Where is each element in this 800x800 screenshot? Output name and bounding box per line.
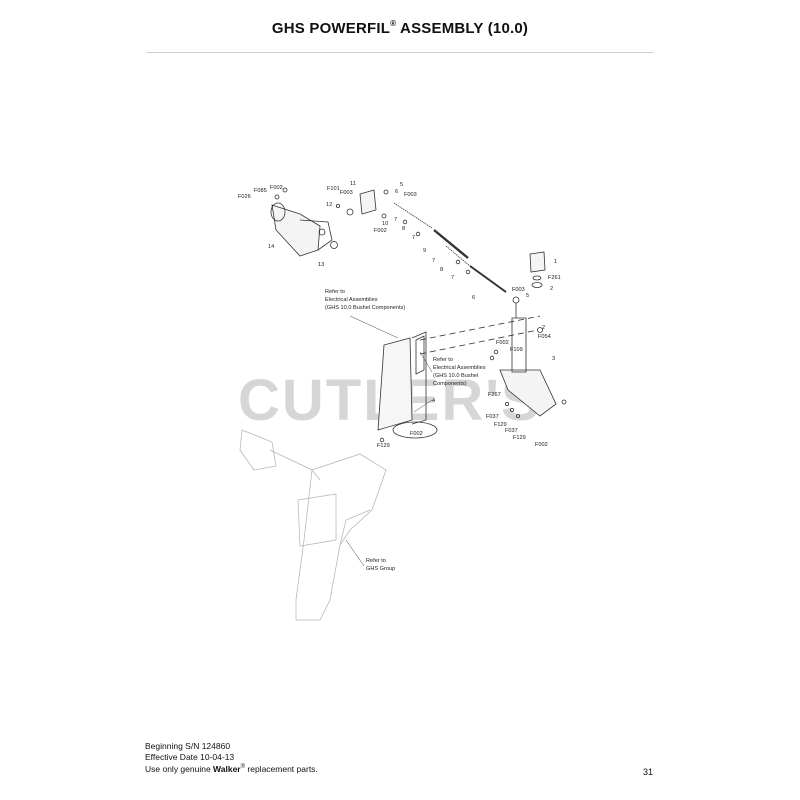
actuator-motor [270, 202, 333, 257]
callout-label: 3 [552, 356, 555, 362]
note-line: GHS Group [366, 566, 395, 572]
note-line: Electrical Assemblies [433, 365, 486, 371]
brand-name: Walker [213, 763, 241, 774]
washer-13 [330, 241, 338, 249]
callout-label: 4 [432, 398, 435, 404]
deflector-panel [377, 331, 438, 439]
pivot-pin [529, 251, 546, 273]
part-callouts: F002 F085 F026 14 13 F101 11 F003 12 10 … [238, 181, 561, 449]
callout-label: F037 [505, 428, 518, 434]
callout-label: F003 [340, 190, 353, 196]
callout-label: F002 [496, 340, 509, 346]
callout-label: F002 [535, 442, 548, 448]
callout-label: 5 [526, 293, 529, 299]
mounting-bracket [499, 317, 557, 417]
callout-label: 2 [542, 325, 545, 331]
callout-label: F002 [270, 185, 283, 191]
note-line: Refer to [433, 357, 453, 363]
callout-label: F129 [513, 435, 526, 441]
callout-label: 11 [350, 181, 356, 187]
callout-label: F003 [512, 287, 525, 293]
title-divider [146, 52, 654, 53]
callout-label: F101 [327, 186, 340, 192]
note-line: Electrical Assemblies [325, 297, 378, 303]
threaded-rod-upper [393, 202, 433, 229]
callout-label: F002 [410, 431, 423, 437]
callout-label: 7 [412, 235, 415, 241]
page-title: GHS POWERFIL® ASSEMBLY (10.0) [271, 19, 529, 37]
callout-label: F109 [510, 347, 523, 353]
motor-bracket [359, 189, 377, 215]
callout-label: 6 [395, 189, 398, 195]
callout-label: F261 [548, 275, 561, 281]
note-line: (GHS 10.0 Bushel Components) [325, 305, 405, 311]
note-line: Refer to [325, 289, 345, 295]
callout-label: F003 [404, 192, 417, 198]
callout-label: F002 [374, 228, 387, 234]
callout-label: F267 [488, 392, 501, 398]
callout-label: 7 [394, 217, 397, 223]
threaded-rod-lower [445, 245, 471, 267]
callout-label: 1 [554, 259, 557, 265]
ghs-context-drawing [239, 429, 387, 621]
note-line: Refer to [366, 558, 386, 564]
callout-label: 13 [318, 262, 324, 268]
callout-label: F026 [238, 194, 251, 200]
callout-label: F129 [377, 443, 390, 449]
callout-label: 10 [382, 221, 388, 227]
serial-number: Beginning S/N 124860 [145, 741, 231, 751]
genuine-parts-note: Use only genuine Walker® replacement par… [145, 763, 318, 774]
reference-notes: Refer to Electrical Assemblies (GHS 10.0… [325, 289, 486, 572]
callout-label: 6 [472, 295, 475, 301]
callout-label: 9 [423, 248, 426, 254]
note-line: Components) [433, 381, 467, 387]
page-number: 31 [643, 767, 654, 777]
rod-end [512, 296, 520, 304]
callout-label: 8 [402, 226, 405, 232]
effective-date: Effective Date 10-04-13 [145, 751, 235, 762]
callout-label: F054 [538, 334, 551, 340]
callout-label: F129 [494, 422, 507, 428]
callout-label: 5 [400, 182, 403, 188]
callout-label: 14 [268, 244, 274, 250]
callout-label: F085 [254, 188, 267, 194]
page-footer: Beginning S/N 124860 Effective Date 10-0… [145, 741, 318, 774]
callout-label: 12 [326, 202, 332, 208]
callout-label: 7 [451, 275, 454, 281]
callout-label: 7 [432, 258, 435, 264]
callout-label: F037 [486, 414, 499, 420]
note-line: (GHS 10.0 Bushel [433, 373, 478, 379]
callout-label: 2 [550, 286, 553, 292]
callout-label: 8 [440, 267, 443, 273]
